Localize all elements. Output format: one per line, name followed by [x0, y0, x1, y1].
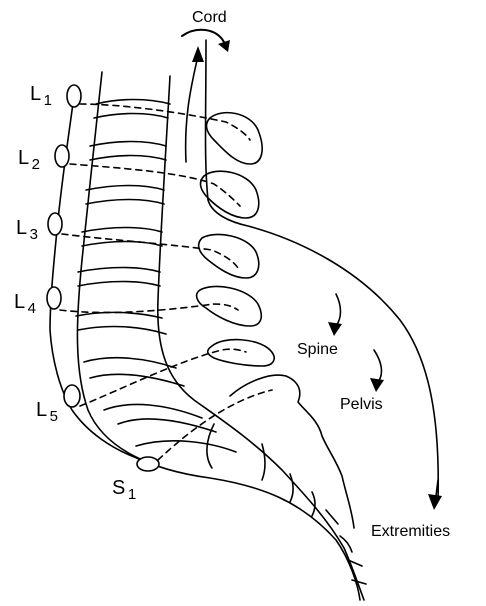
ganglion-l3 [48, 213, 62, 235]
pelvis-arrow-head [370, 378, 384, 392]
ganglion-l1 [67, 85, 81, 107]
cord-curved-arrow [182, 30, 224, 42]
pelvis-arrow [374, 350, 381, 382]
cord-arrow-shaft [186, 56, 198, 162]
ganglion-s1 [137, 457, 159, 471]
spine-label: Spine [297, 342, 338, 358]
pelvis-label: Pelvis [340, 397, 383, 413]
column-left-edge [77, 72, 360, 600]
ganglion-l4 [47, 287, 61, 309]
spinal-cord [206, 40, 439, 500]
spine-arrow [336, 294, 341, 326]
ganglion-l2 [55, 145, 69, 167]
spinous-processes [197, 113, 354, 528]
ganglion-l5 [64, 385, 80, 407]
extremities-arrow-head [428, 494, 442, 510]
sacrum-segments [207, 424, 366, 584]
cord-arrow-head [192, 46, 204, 62]
spine-arrow-head [328, 322, 342, 336]
vertebral-bodies [76, 100, 236, 453]
cord-label: Cord [192, 10, 227, 26]
extremities-label: Extremities [371, 524, 450, 540]
